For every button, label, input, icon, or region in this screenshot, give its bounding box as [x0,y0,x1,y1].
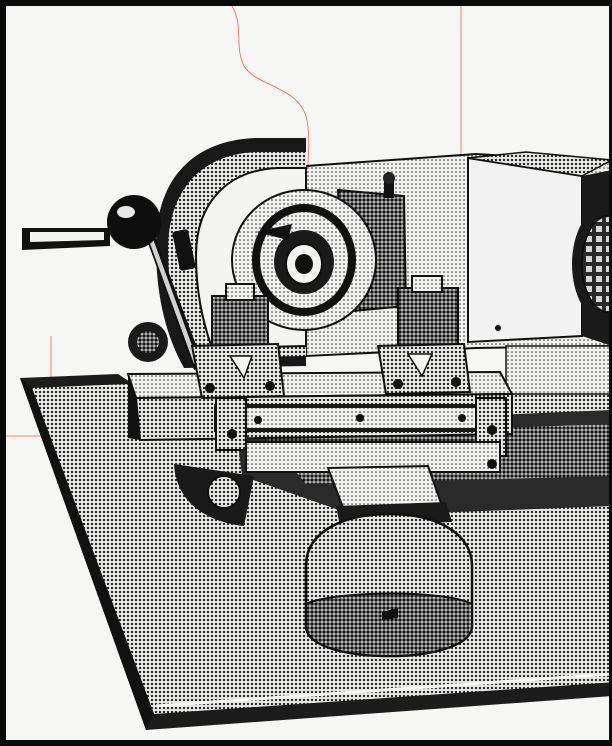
adjust-knob [128,322,168,362]
lever-handle [22,228,204,370]
machine-illustration [6,6,609,730]
lower-handwheel [174,464,254,526]
pedestal-foot [304,464,474,658]
tool-post-left [190,283,286,400]
lever-knob [107,195,161,249]
fan-grille [572,206,609,322]
tool-post-right [376,275,472,396]
